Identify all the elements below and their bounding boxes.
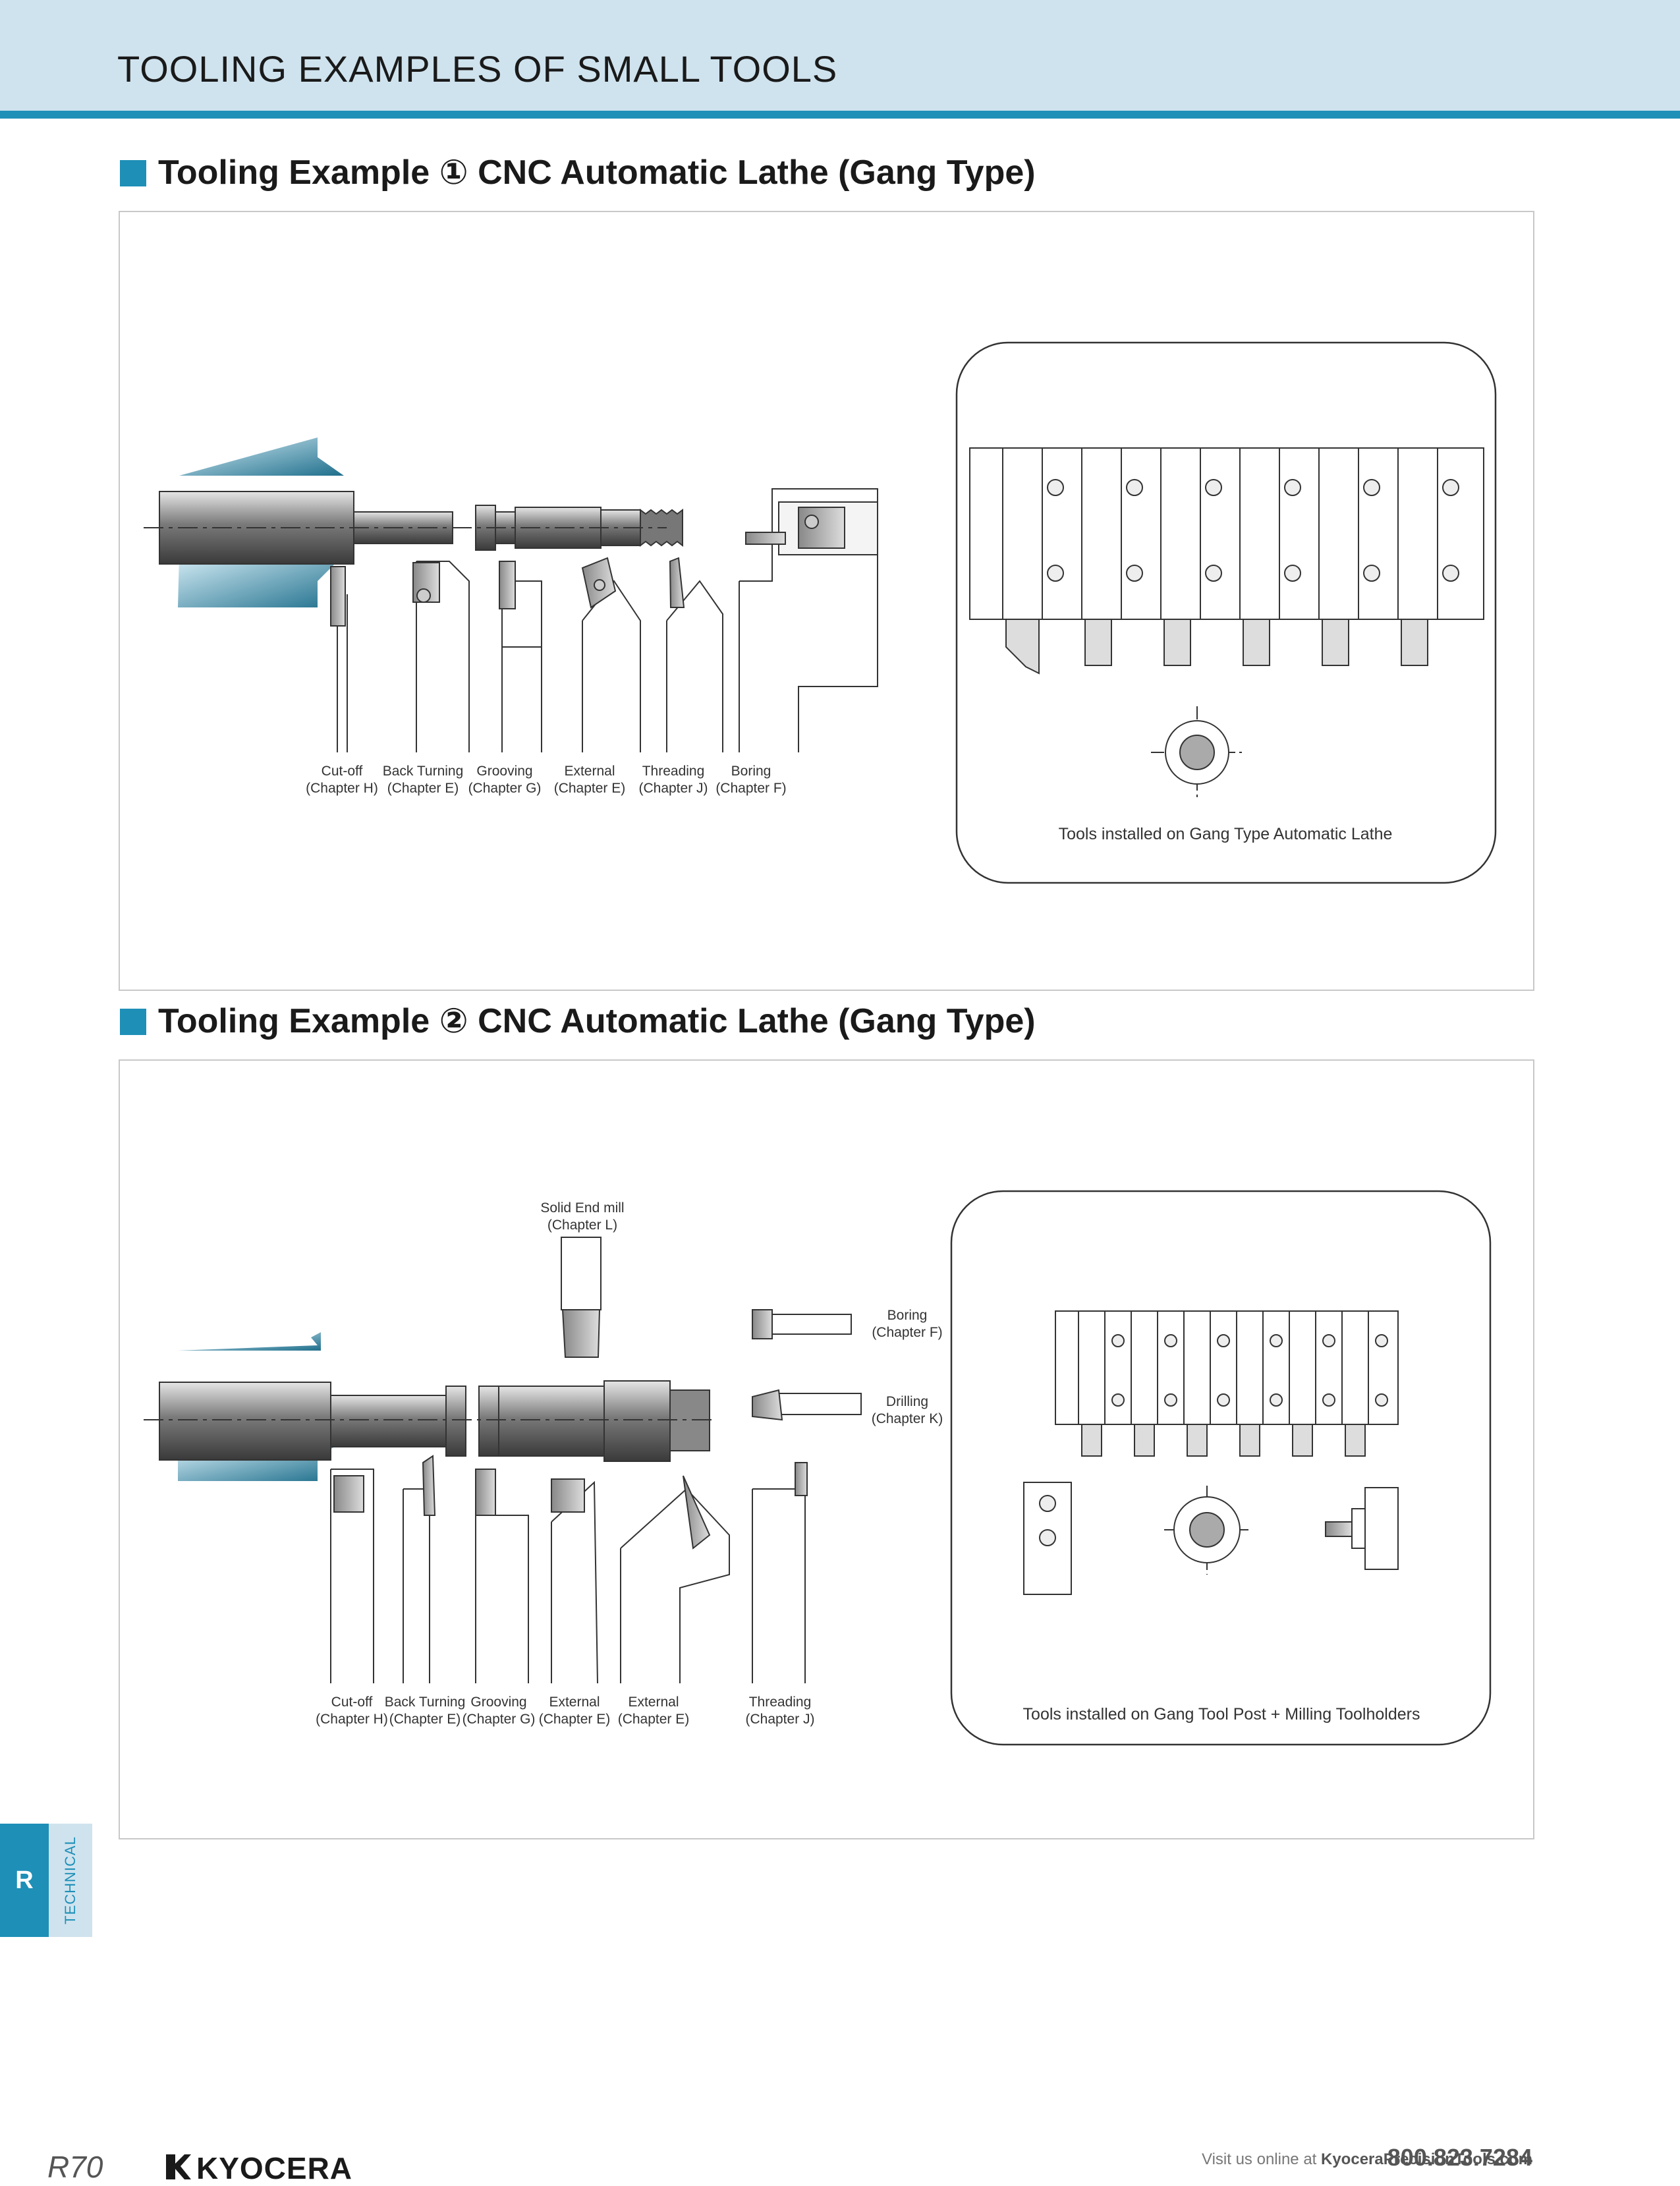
inset-caption: Tools installed on Gang Type Automatic L… bbox=[1059, 825, 1393, 843]
section-marker bbox=[120, 160, 146, 186]
website-link[interactable]: KyoceraPrecisionTools.com bbox=[1321, 2150, 1532, 2168]
tool-label-threading: Threading bbox=[749, 1695, 812, 1710]
website-line: Visit us online at KyoceraPrecisionTools… bbox=[1202, 2150, 1532, 2169]
gang-tool-post bbox=[1023, 1310, 1399, 1595]
end-mill-label: Solid End mill bbox=[540, 1200, 624, 1216]
tool-chapter-external: (Chapter E) bbox=[554, 781, 626, 796]
inset-caption: Tools installed on Gang Tool Post + Mill… bbox=[1023, 1705, 1420, 1724]
tooling-example-1-drawing: Cut-off (Chapter H) Back Turning (Chapte… bbox=[144, 341, 1497, 884]
chuck-jaw-upper bbox=[179, 437, 344, 476]
section-heading-2: Tooling Example ② CNC Automatic Lathe (G… bbox=[120, 1001, 1036, 1041]
kyocera-logo-icon bbox=[166, 2154, 191, 2179]
tool-label-grooving: Grooving bbox=[476, 764, 532, 779]
tool-label-external-2: External bbox=[628, 1695, 679, 1710]
tool-label-back-turning: Back Turning bbox=[385, 1695, 466, 1710]
boring-chapter: (Chapter F) bbox=[872, 1325, 942, 1340]
section-heading-text: Tooling Example ① CNC Automatic Lathe (G… bbox=[158, 154, 1036, 192]
drilling-chapter: (Chapter K) bbox=[872, 1411, 943, 1426]
drill bbox=[752, 1389, 862, 1421]
tool-chapter-threading: (Chapter J) bbox=[638, 781, 708, 796]
chuck-jaw-upper bbox=[178, 1332, 321, 1351]
kyocera-logo: KYOCERA bbox=[162, 2151, 352, 2185]
phone-number: 800.823.7284 bbox=[1387, 2144, 1532, 2171]
inset-frame bbox=[950, 1190, 1492, 1746]
tool-chapter-boring: (Chapter F) bbox=[715, 781, 786, 796]
tool-chapter-back-turning: (Chapter E) bbox=[387, 781, 459, 796]
tool-label-cutoff: Cut-off bbox=[322, 764, 363, 779]
page-header bbox=[0, 0, 1680, 111]
brand-name: KYOCERA bbox=[196, 2151, 353, 2185]
chapter-label-box: TECHNICAL bbox=[49, 1824, 92, 1937]
section-marker bbox=[120, 1009, 146, 1035]
boring-bar bbox=[752, 1309, 852, 1339]
section-heading-1: Tooling Example ① CNC Automatic Lathe (G… bbox=[120, 153, 1036, 192]
tool-chapter-cutoff: (Chapter H) bbox=[306, 781, 378, 796]
tool-chapter-back-turning: (Chapter E) bbox=[389, 1712, 461, 1727]
boring-label: Boring bbox=[887, 1308, 928, 1323]
end-mill-chapter: (Chapter L) bbox=[547, 1218, 617, 1233]
tool-label-external-1: External bbox=[549, 1695, 600, 1710]
tool-chapter-external-1: (Chapter E) bbox=[539, 1712, 611, 1727]
page-title: TOOLING EXAMPLES OF SMALL TOOLS bbox=[117, 48, 838, 90]
tool-chapter-cutoff: (Chapter H) bbox=[316, 1712, 388, 1727]
chapter-side-tab[interactable]: R TECHNICAL bbox=[0, 1824, 92, 1937]
tool-chapter-threading: (Chapter J) bbox=[745, 1712, 814, 1727]
tool-label-cutoff: Cut-off bbox=[331, 1695, 373, 1710]
page-number: R70 bbox=[47, 2150, 103, 2184]
tooling-example-2-drawing: Solid End mill (Chapter L) Boring (Chapt… bbox=[144, 1190, 1492, 1746]
tool-label-threading: Threading bbox=[642, 764, 705, 779]
tooling-example-2-panel: Solid End mill (Chapter L) Boring (Chapt… bbox=[119, 1059, 1534, 1839]
chapter-letter: R bbox=[0, 1824, 49, 1937]
tool-chapter-grooving: (Chapter G) bbox=[468, 781, 542, 796]
workpiece-bar bbox=[159, 1382, 331, 1461]
tool-label-grooving: Grooving bbox=[470, 1695, 526, 1710]
chapter-label: TECHNICAL bbox=[62, 1836, 78, 1924]
drilling-label: Drilling bbox=[886, 1394, 928, 1409]
header-rule bbox=[0, 111, 1680, 119]
gang-tool-post bbox=[969, 447, 1484, 799]
chuck-jaw-lower bbox=[178, 555, 344, 607]
tool-label-boring: Boring bbox=[731, 764, 771, 779]
tool-chapter-grooving: (Chapter G) bbox=[462, 1712, 536, 1727]
section-heading-text: Tooling Example ② CNC Automatic Lathe (G… bbox=[158, 1002, 1036, 1040]
tool-label-external: External bbox=[564, 764, 615, 779]
tool-group bbox=[330, 1455, 808, 1684]
website-prefix: Visit us online at bbox=[1202, 2150, 1321, 2168]
end-mill bbox=[561, 1237, 602, 1358]
tool-label-back-turning: Back Turning bbox=[383, 764, 464, 779]
tooling-example-1-panel: Cut-off (Chapter H) Back Turning (Chapte… bbox=[119, 211, 1534, 991]
tool-chapter-external-2: (Chapter E) bbox=[618, 1712, 690, 1727]
tool-group bbox=[330, 488, 878, 752]
